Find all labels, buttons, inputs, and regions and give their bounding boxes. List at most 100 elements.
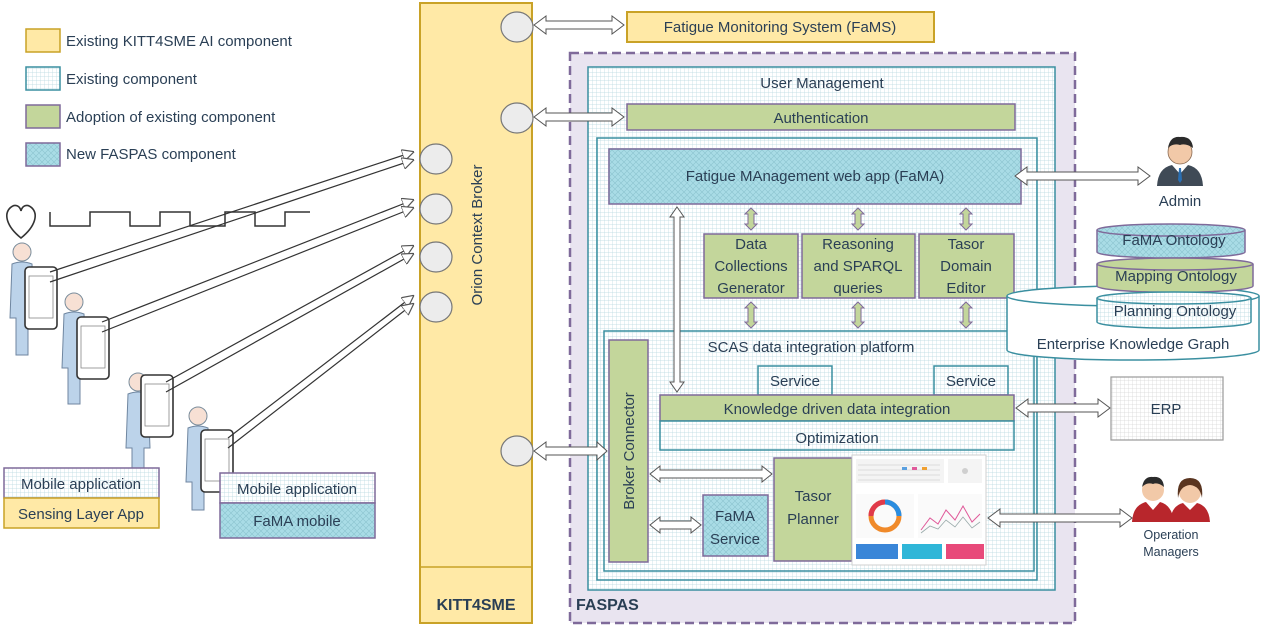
fams-label: Fatigue Monitoring System (FaMS) [664,19,897,36]
erp-box [1110,376,1224,441]
legend-swatch-existing [25,66,61,91]
arrow-knowledge-erp [1015,398,1111,418]
arrow-broker-fams [533,15,625,35]
mobile-application-label: Mobile application [21,476,141,493]
data-collections-generator-box [703,233,799,299]
tasor-planner-line-2: Planner [787,511,839,528]
legend-swatch-adoption [25,104,61,129]
fama-service-line-1: FaMA [715,508,755,525]
optimization-label: Optimization [795,430,878,447]
arrow-dashboard-operation-managers [987,508,1133,528]
service-label-2: Service [946,373,996,390]
kitt4sme-title: KITT4SME [436,597,515,614]
fama-ontology-label: FaMA Ontology [1122,232,1226,249]
service-box-1 [757,365,833,396]
data-collections-line-1: Data [735,236,767,253]
broker-ports [419,11,534,467]
fama-web-app-label: Fatigue MAnagement web app (FaMA) [686,168,944,185]
fama-web-app-box [608,148,1022,205]
operation-managers-line-1: Operation [1144,528,1199,542]
data-collections-line-2: Collections [714,258,787,275]
worker-data-arrows [49,152,413,449]
knowledge-integration-label: Knowledge driven data integration [724,401,951,418]
legend-swatch-new [25,142,61,167]
legend-label-new: New FASPAS component [66,146,237,163]
fama-mobile-label: FaMA mobile [253,513,341,530]
arrow-fama-tasordomain [958,207,974,231]
arrow-fama-reasoning [850,207,866,231]
tasor-domain-editor-box [918,233,1015,299]
tasor-planner-box [773,457,853,562]
tasor-planner-line-1: Tasor [795,488,832,505]
arrow-reasoning-scas [850,301,866,329]
tasor-domain-line-2: Domain [940,258,992,275]
knowledge-integration-box [659,394,1015,422]
service-box-2 [933,365,1009,396]
scas-label: SCAS data integration platform [708,339,915,356]
faspas-block: FASPAS User Management Authentication Fa… [568,51,1077,625]
tasor-domain-line-3: Editor [946,280,985,297]
fama-service-line-2: Service [710,531,760,548]
mapping-ontology-label: Mapping Ontology [1115,268,1237,285]
tasor-domain-line-1: Tasor [948,236,985,253]
orion-context-broker-label: Orion Context Broker [469,165,486,306]
arrow-tasordomain-scas [958,301,974,329]
optimization-box [659,420,1015,451]
arrow-datacollections-scas [743,301,759,329]
admin-person-icon [1157,136,1203,186]
broker-port [500,11,534,43]
admin-label: Admin [1159,193,1202,210]
arrow-fama-datacollections [743,207,759,231]
broker-port [419,241,453,273]
broker-port [419,143,453,175]
signal-waveform-icon [49,211,310,227]
worker-figure-2 [61,292,110,405]
fams-box [626,11,935,43]
dashboard-thumbnail [851,454,987,566]
mobile-application-label: Mobile application [237,481,357,498]
worker-figure-1 [9,242,58,356]
broker-connector-label: Broker Connector [621,392,638,510]
arrow-connector-famaservice [649,515,702,535]
fama-service-box [702,494,769,557]
legend: Existing KITT4SME AI component Existing … [25,28,293,167]
enterprise-knowledge-graph: Enterprise Knowledge Graph FaMA Ontology… [1006,223,1260,361]
authentication-box [626,103,1016,131]
mobile-app-right: Mobile application FaMA mobile [219,472,376,539]
sensing-layer-app-label: Sensing Layer App [18,506,144,523]
arrow-broker-connector [533,440,608,462]
heart-icon [6,204,36,240]
data-collections-line-3: Generator [717,280,785,297]
broker-connector-box [608,339,649,563]
reasoning-line-1: Reasoning [822,236,894,253]
arrow-fama-admin [1014,166,1151,186]
reasoning-line-3: queries [833,280,882,297]
service-label-1: Service [770,373,820,390]
ekg-label: Enterprise Knowledge Graph [1037,336,1230,353]
legend-label-kitt: Existing KITT4SME AI component [66,33,293,50]
broker-port [419,193,453,225]
external-arrows [533,15,1151,528]
legend-label-existing: Existing component [66,71,198,88]
planning-ontology-label: Planning Ontology [1114,303,1237,320]
user-management-label: User Management [760,75,884,92]
arrow-fama-knowledge [669,206,685,393]
legend-label-adoption: Adoption of existing component [66,109,276,126]
operation-managers-line-2: Managers [1143,545,1199,559]
worker-figure-3 [125,372,174,485]
faspas-title: FASPAS [576,597,639,614]
reasoning-line-2: and SPARQL [814,258,903,275]
broker-port [500,435,534,467]
broker-port [500,102,534,134]
erp-label: ERP [1151,401,1182,418]
broker-port [419,291,453,323]
legend-swatch-kitt [25,28,61,53]
internal-arrows [649,206,974,535]
mobile-app-left: Mobile application Sensing Layer App [3,467,160,529]
arrow-broker-authentication [533,107,625,127]
authentication-label: Authentication [773,110,868,127]
operation-managers-icon [1132,476,1210,522]
arrow-connector-planner [649,464,773,484]
reasoning-sparql-box [801,233,916,299]
